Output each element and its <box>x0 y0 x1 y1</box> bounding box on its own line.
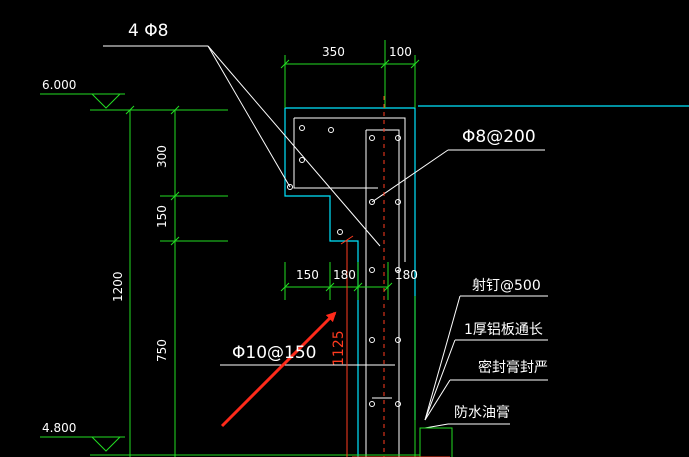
dim-750: 750 <box>155 339 169 362</box>
dim-150: 150 <box>296 268 319 282</box>
rebar-label-4phi8: 4 Φ8 <box>128 21 168 41</box>
elevation-bottom: 4.800 <box>42 421 76 435</box>
main-rebar-label: Φ10@150 <box>232 343 316 363</box>
dim-top-350: 350 <box>322 45 345 59</box>
rebar-dot <box>395 135 401 141</box>
note-aluminum: 1厚铝板通长 <box>464 322 543 338</box>
note-sealant: 密封膏封严 <box>478 359 548 376</box>
dim-180a: 180 <box>333 268 356 282</box>
rebar-dot <box>395 337 401 343</box>
dim-180b: 180 <box>395 268 418 282</box>
rebar-dot <box>395 199 401 205</box>
rebar-dot <box>369 267 375 273</box>
rebar-dot <box>369 401 375 407</box>
dim-1200: 1200 <box>111 271 125 302</box>
dim-top-100: 100 <box>389 45 412 59</box>
leader-lines <box>103 45 548 429</box>
rebar-dot <box>369 337 375 343</box>
dim-300: 300 <box>155 145 169 168</box>
note-nail: 射钉@500 <box>472 278 541 294</box>
rebar-dot <box>369 135 375 141</box>
rebar-dot <box>395 267 401 273</box>
red-annotations <box>220 96 450 457</box>
rebar-dot <box>287 184 293 190</box>
rebar-dots <box>287 125 401 407</box>
dimension-lines <box>40 40 453 457</box>
rebar-dot <box>395 401 401 407</box>
rebar-dot <box>337 229 343 235</box>
annotation-arrow <box>220 311 337 428</box>
dim-150-vert: 150 <box>155 205 169 228</box>
rebar-dot <box>299 157 305 163</box>
dim-1125: 1125 <box>331 330 347 366</box>
rebar-dot <box>328 127 334 133</box>
elevation-top: 6.000 <box>42 78 76 92</box>
stirrup-lines <box>293 117 406 457</box>
rebar-dot <box>369 199 375 205</box>
rebar-dot <box>299 125 305 131</box>
note-waterproof: 防水油膏 <box>454 404 510 421</box>
stirrup-label: Φ8@200 <box>462 127 536 147</box>
